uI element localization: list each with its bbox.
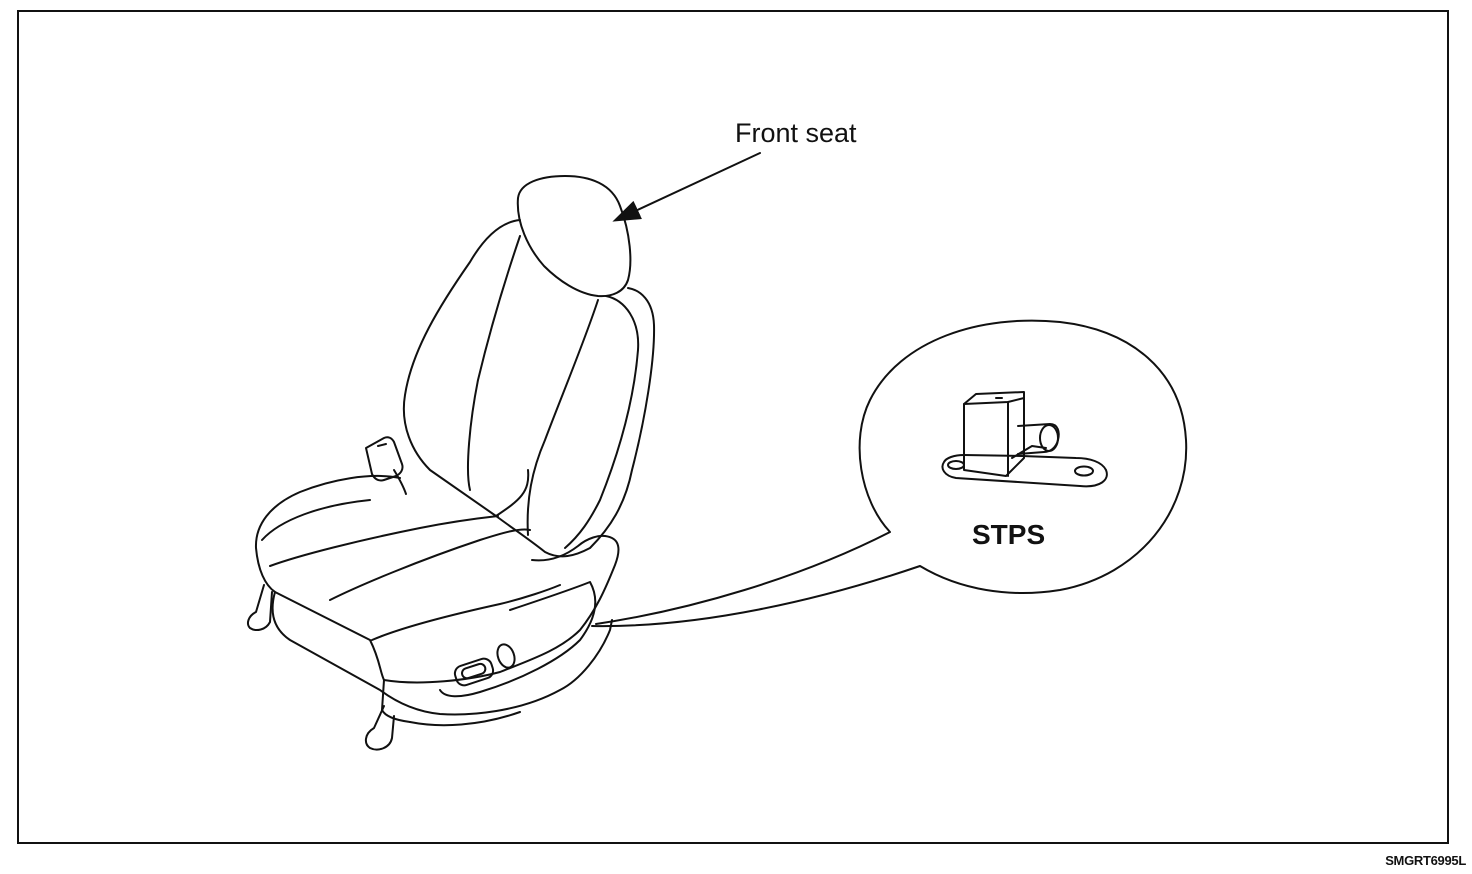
seat-leg-front xyxy=(366,706,394,750)
seat-switch-recline xyxy=(494,642,517,670)
sensor-body-top xyxy=(964,392,1024,404)
buckle-strap xyxy=(394,470,406,494)
stps-label: STPS xyxy=(972,519,1046,550)
stps-sensor-drawing xyxy=(943,392,1107,486)
sensor-support xyxy=(1012,446,1046,458)
side-trim xyxy=(440,582,595,696)
seat-back-panel-mid xyxy=(565,296,638,548)
front-seat-arrow xyxy=(612,153,760,222)
seat-base-lower xyxy=(410,712,520,725)
seat-back-crease xyxy=(496,470,528,516)
headrest xyxy=(518,176,631,296)
figure-code: SMGRT6995L xyxy=(1385,853,1466,868)
seat-cushion-top-seam xyxy=(262,500,370,540)
figure-frame xyxy=(17,10,1449,844)
seat-cushion-seam xyxy=(330,529,530,600)
seat-back-panel-right xyxy=(528,300,598,535)
seat-switch-slide xyxy=(453,657,495,688)
sensor-mount-hole-right xyxy=(1075,467,1093,476)
sensor-base-flange xyxy=(943,455,1107,486)
seat-back xyxy=(404,220,654,556)
front-seat-drawing xyxy=(248,176,654,750)
seat-back-panel-left xyxy=(468,236,520,490)
seat-cushion xyxy=(256,476,618,682)
seat-cushion-front-edge xyxy=(270,516,498,566)
sensor-body xyxy=(964,398,1024,476)
stps-callout xyxy=(592,321,1186,627)
sensor-mount-hole-left xyxy=(948,461,964,469)
buckle-slot xyxy=(378,444,386,446)
sensor-plunger-end xyxy=(1040,425,1058,451)
front-seat-label: Front seat xyxy=(735,118,857,148)
seat-cushion-front-panel xyxy=(372,585,560,640)
seat-leg-rear-left xyxy=(248,585,272,630)
seat-switch-slide-inner xyxy=(461,663,487,680)
seat-belt-buckle xyxy=(366,437,403,480)
seat-base xyxy=(273,592,612,714)
